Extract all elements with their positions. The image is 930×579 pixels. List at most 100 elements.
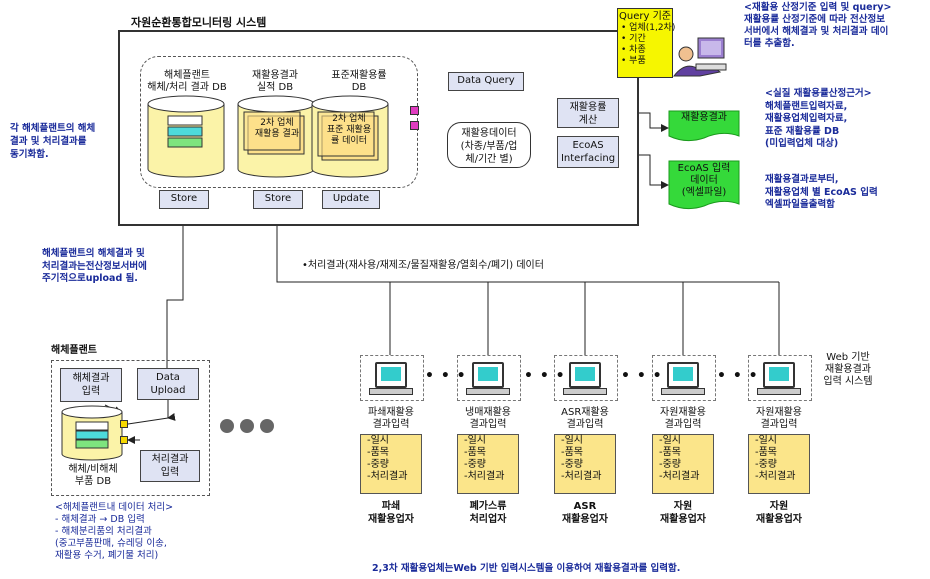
dismantle-db-label: 해체플랜트 해체/처리 결과 DB (147, 70, 227, 93)
query-item: • 업체(1,2차) (621, 23, 676, 33)
company-input-label: 자원재활용 결과입력 (660, 407, 706, 430)
main-title: 자원순환통합모니터링 시스템 (128, 17, 270, 29)
ellipsis-small: • • • (425, 368, 467, 384)
query-criteria-box: Query 기준 • 업체(1,2차) • 기간 • 차종 • 부품 (617, 8, 676, 78)
company-field: -일시 (561, 435, 584, 446)
note-top-right: <재활용 산정기준 입력 및 query> 재활용률 산정기준에 따라 전산정보… (744, 2, 892, 49)
note-bottom-left: <해체플랜트내 데이터 처리> - 해체결과 → DB 입력 - 해체분리품의 … (55, 502, 174, 561)
keyboard-icon (466, 388, 510, 395)
company-field: -처리결과 (659, 471, 700, 482)
company-field: -일시 (755, 435, 778, 446)
query-item: • 차종 (621, 45, 646, 55)
recycle-db-cylinder (237, 95, 315, 178)
connector-pink-1 (410, 106, 419, 115)
dismantle-db-cylinder (147, 95, 225, 178)
note-ecoas: 재활용결과로부터, 재활용업체 별 EcoAS 입력 엑셀파일을출력함 (765, 174, 878, 210)
company-field: -처리결과 (755, 471, 796, 482)
company-field: -일시 (464, 435, 487, 446)
standard-sheet-label: 2차 업체 표준 재활용 률 데이터 (326, 114, 372, 146)
note-web-system: Web 기반 재활용결과 입력 시스템 (823, 352, 873, 387)
company-input-label: 자원재활용 결과입력 (756, 407, 802, 430)
dismantle-input-button[interactable]: 해체결과 입력 (60, 368, 122, 402)
company-field: -중량 (464, 459, 487, 470)
company-name: 파쇄 재활용업자 (368, 501, 414, 525)
company-name: 자원 재활용업자 (660, 501, 706, 525)
company-input-label: 냉매재활용 결과입력 (465, 407, 511, 430)
keyboard-icon (757, 388, 801, 395)
recycle-calc-button[interactable]: 재활용률 계산 (557, 98, 619, 128)
company-field: -처리결과 (561, 471, 602, 482)
plant-db-label: 해체/비해체 부품 DB (68, 464, 118, 487)
plant-title: 해체플랜트 (51, 345, 97, 356)
computer-icon[interactable] (375, 362, 407, 388)
note-upload: 해체플랜트의 해체결과 및 처리결과는전산정보서버에 주기적으로upload 됨… (42, 248, 147, 284)
process-input-button[interactable]: 처리결과 입력 (140, 450, 200, 482)
keyboard-icon (369, 388, 413, 395)
store-button-1[interactable]: Store (159, 190, 209, 209)
computer-icon[interactable] (472, 362, 504, 388)
company-field: -품목 (367, 447, 390, 458)
recycle-result-label: 재활용결과 (681, 112, 727, 123)
recycle-db-label: 재활용결과 실적 DB (252, 70, 298, 93)
company-fields-box: -일시-품목-중량-처리결과 (652, 434, 714, 494)
query-title: Query 기준 (619, 11, 671, 22)
plant-box (51, 360, 210, 496)
ecoas-data-doc (668, 160, 740, 210)
standard-db-cylinder (311, 95, 389, 178)
company-pc-frame (748, 355, 812, 401)
ellipsis-dots (220, 418, 274, 437)
company-field: -처리결과 (464, 471, 505, 482)
computer-icon[interactable] (763, 362, 795, 388)
connector-pink-2 (410, 121, 419, 130)
update-button[interactable]: Update (322, 190, 380, 209)
company-field: -일시 (659, 435, 682, 446)
data-query-button[interactable]: Data Query (448, 72, 524, 91)
company-field: -품목 (561, 447, 584, 458)
company-pc-frame (457, 355, 521, 401)
company-field: -품목 (464, 447, 487, 458)
company-name: ASR 재활용업자 (562, 501, 608, 525)
recycle-sheet-label: 2차 업체 재활용 결과 (254, 118, 300, 139)
company-fields-box: -일시-품목-중량-처리결과 (457, 434, 519, 494)
computer-icon[interactable] (569, 362, 601, 388)
note-bottom: 2,3차 재활용업체는Web 기반 입력시스템을 이용하여 재활용결과를 입력함… (372, 563, 681, 574)
ecoas-interfacing-button[interactable]: EcoAS Interfacing (557, 136, 619, 168)
company-fields-box: -일시-품목-중량-처리결과 (554, 434, 616, 494)
data-upload-button[interactable]: Data Upload (137, 368, 199, 400)
ellipsis-small: • • • (621, 368, 663, 384)
company-pc-frame (652, 355, 716, 401)
company-field: -일시 (367, 435, 390, 446)
company-field: -중량 (367, 459, 390, 470)
company-field: -중량 (755, 459, 778, 470)
query-item: • 부품 (621, 56, 646, 66)
plant-connector (120, 436, 128, 444)
user-computer-icon (672, 37, 727, 77)
company-input-label: ASR재활용 결과입력 (561, 407, 609, 430)
company-name: 폐가스류 처리업자 (469, 501, 507, 525)
company-name: 자원 재활용업자 (756, 501, 802, 525)
recycle-result-doc (668, 110, 740, 142)
standard-db-label: 표준재활용률 DB (331, 70, 387, 93)
company-fields-box: -일시-품목-중량-처리결과 (360, 434, 422, 494)
keyboard-icon (563, 388, 607, 395)
company-input-label: 파쇄재활용 결과입력 (368, 407, 414, 430)
recycle-data-box: 재활용데이터 (차종/부품/업 체/기간 별) (447, 122, 531, 168)
company-field: -처리결과 (367, 471, 408, 482)
keyboard-icon (661, 388, 705, 395)
computer-icon[interactable] (667, 362, 699, 388)
company-fields-box: -일시-품목-중량-처리결과 (748, 434, 810, 494)
company-pc-frame (360, 355, 424, 401)
store-button-2[interactable]: Store (253, 190, 303, 209)
note-basis: <실질 재활용률산정근거> 해체플랜트입력자료, 재활용업체입력자료, 표준 재… (765, 88, 872, 149)
company-field: -품목 (659, 447, 682, 458)
plant-db-cylinder (61, 405, 123, 461)
plant-connector (120, 420, 128, 428)
ellipsis-small: • • • (717, 368, 759, 384)
company-field: -중량 (659, 459, 682, 470)
note-process-data: •처리결과(재사용/재제조/물질재활용/열회수/폐기) 데이터 (302, 260, 544, 271)
company-pc-frame (554, 355, 618, 401)
ecoas-data-label: EcoAS 입력 데이터 (엑셀파일) (677, 163, 731, 198)
note-left-sync: 각 해체플랜트의 해체 결과 및 처리결과를 동기화함. (10, 123, 96, 160)
query-item: • 기간 (621, 34, 646, 44)
company-field: -중량 (561, 459, 584, 470)
